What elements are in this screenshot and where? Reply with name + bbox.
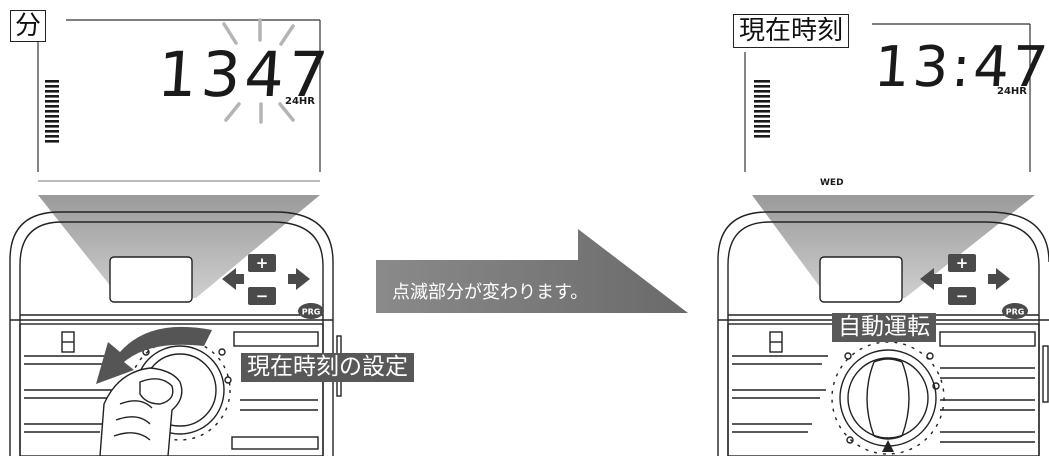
left-minus-symbol: − [256,287,269,305]
left-prg-button[interactable] [298,303,324,319]
left-plus-symbol: + [256,254,269,272]
left-prg-label: PRG [302,308,321,317]
left-clock-digits: 1347 [155,38,334,111]
right-minus-symbol: − [956,287,969,305]
right-plus-symbol: + [956,254,969,272]
left-level-bars [45,80,59,143]
right-prg-label: PRG [1006,308,1025,317]
turn-arrow-icon [96,326,212,384]
right-format-label: 24HR [997,86,1027,97]
arrow-caption: 点滅部分が変わります。 [392,282,588,303]
dial-pointer-icon [882,440,894,452]
right-mode-label: 現在時刻 [733,14,850,48]
left-callout-wedge [38,195,320,298]
right-prg-button[interactable] [1002,303,1028,319]
left-panel: 1347 24HR [9,18,342,457]
right-day-label: WED [820,178,844,188]
left-buttons: + − PRG [222,254,324,319]
right-clock-time: 13:47 [872,35,1049,100]
left-arrow-right-icon[interactable] [288,268,310,290]
right-controller [717,211,1049,457]
left-format-label: 24HR [285,96,315,107]
left-minus-button[interactable] [248,287,276,305]
right-arrow-right-icon[interactable] [988,268,1010,290]
right-minus-button[interactable] [948,287,976,305]
right-panel: 13:47 24HR WED [717,23,1049,457]
left-lcd-outline [37,19,321,172]
left-plus-button[interactable] [248,254,276,272]
right-buttons: + − PRG [920,254,1028,319]
right-level-bars [754,80,770,138]
right-arrow-left-icon[interactable] [920,268,942,290]
right-plus-button[interactable] [948,254,976,272]
left-mode-label: 分 [10,10,47,42]
hand-icon [99,367,183,457]
left-arrow-left-icon[interactable] [222,268,244,290]
transition-arrow-icon [376,229,688,313]
right-dial[interactable] [831,341,945,455]
center-arrow: 点滅部分が変わります。 [376,229,688,313]
left-dial-label: 現在時刻の設定 [241,353,414,382]
right-lcd-outline [744,23,1031,172]
right-dial-label: 自動運転 [832,313,936,342]
blink-rays-icon [222,18,295,124]
